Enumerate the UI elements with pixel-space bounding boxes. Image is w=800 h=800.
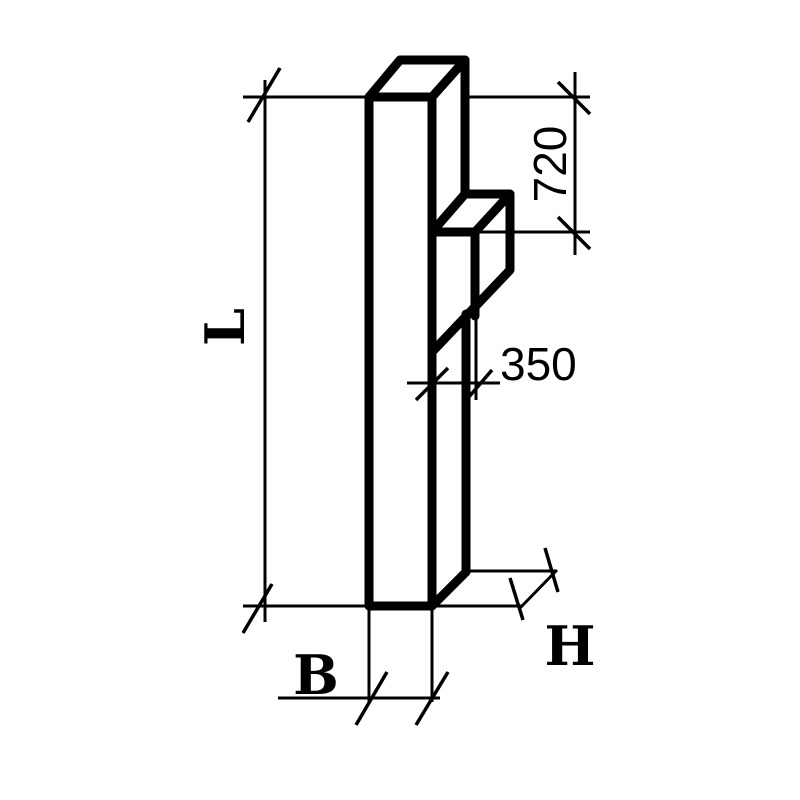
column-front-face	[364, 92, 437, 611]
h720-tick-top	[556, 80, 592, 116]
console-height-label: 720	[524, 126, 576, 203]
p350-tick-right	[466, 368, 494, 400]
console-underside	[427, 189, 515, 357]
h720-tick-bottom	[556, 215, 592, 251]
length-label: L	[193, 308, 257, 346]
console-projection-label: 350	[500, 338, 577, 390]
h-dimension-line	[518, 568, 559, 610]
h-tick-back	[543, 547, 560, 593]
console-top-face	[427, 189, 515, 237]
l-tick-bottom	[241, 583, 274, 634]
width-label: B	[293, 643, 339, 707]
l-tick-top	[246, 67, 282, 123]
column-top-face	[364, 55, 470, 102]
b-tick-left	[354, 671, 389, 726]
depth-label: H	[544, 614, 595, 678]
b-tick-right	[414, 671, 450, 726]
h-tick-front	[508, 577, 525, 621]
column-outline	[364, 55, 515, 611]
column-bottom-oblique-edge	[427, 567, 471, 611]
